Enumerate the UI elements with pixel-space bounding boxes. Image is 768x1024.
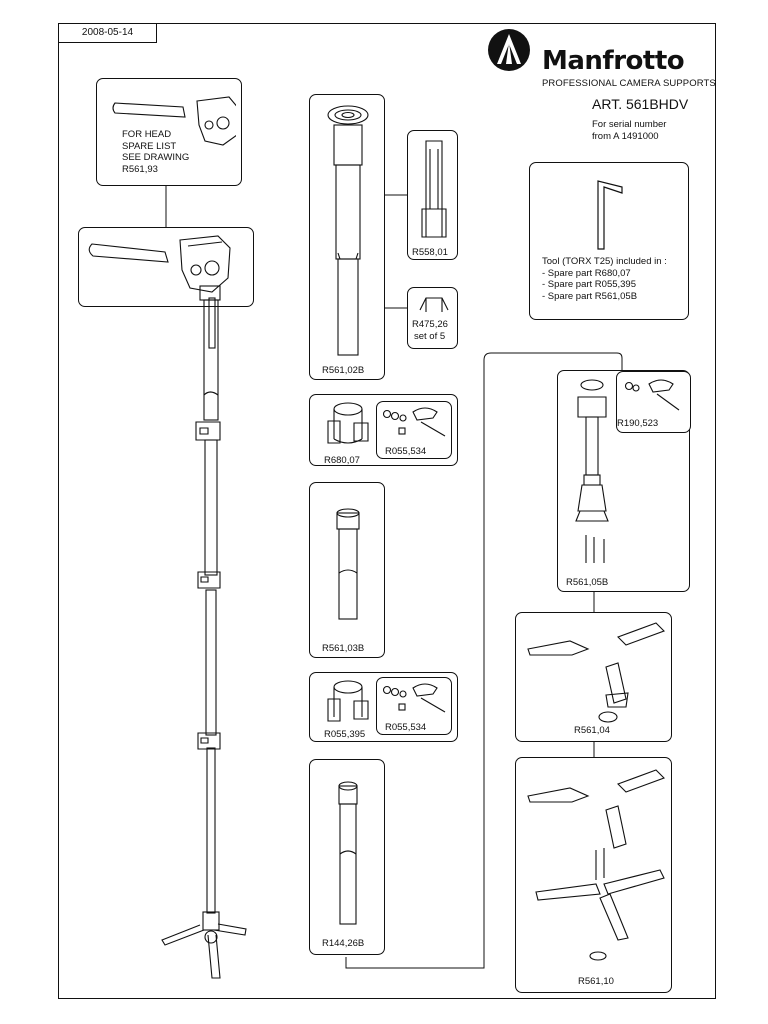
label-r561-05b: R561,05B	[566, 577, 609, 588]
monopod-assembly-icon	[161, 297, 247, 979]
part-box-r055-534-a: R055,534	[376, 401, 452, 459]
drawing-frame	[58, 23, 716, 999]
tool-note-text: Tool (TORX T25) included in : - Spare pa…	[542, 256, 667, 302]
bottom-leg-tube-icon	[338, 781, 358, 925]
label-r561-03b: R561,03B	[322, 643, 365, 654]
clamp-lever-icon	[382, 683, 446, 713]
video-head-icon	[88, 235, 231, 301]
head-mount-box	[78, 227, 254, 307]
part-box-r475-26: R475,26 set of 5	[407, 287, 458, 349]
part-box-r055-395: R055,395 R055,534	[309, 672, 458, 742]
article-number: ART. 561BHDV	[592, 96, 689, 112]
label-r190-523: R190,523	[617, 418, 659, 429]
part-box-r561-05b: R190,523 R561,05B	[557, 370, 691, 592]
base-column-icon	[575, 379, 609, 563]
label-r144-26b: R144,26B	[322, 938, 365, 949]
clamp-lever-icon	[624, 379, 680, 411]
clip-icon	[419, 297, 449, 312]
upper-leg-tube-icon	[327, 105, 369, 356]
part-box-r561-04: R561,04	[515, 612, 672, 742]
part-box-r144-26b: R144,26B	[309, 759, 385, 955]
label-r475-26-qty: set of 5	[414, 331, 446, 342]
part-box-r055-534-b: R055,534	[376, 677, 452, 735]
manfrotto-logo-icon	[488, 29, 530, 71]
lower-leg-clamp-icon	[327, 680, 369, 722]
part-box-r561-03b: R561,03B	[309, 482, 385, 658]
clamp-lever-icon	[382, 407, 446, 437]
label-r558-01: R558,01	[412, 247, 448, 258]
label-r055-534-b: R055,534	[385, 722, 427, 733]
part-box-r561-10: R561,10	[515, 757, 672, 993]
tool-note-box: Tool (TORX T25) included in : - Spare pa…	[529, 162, 689, 320]
middle-leg-tube-icon	[336, 508, 360, 620]
serial-note: For serial number from A 1491000	[592, 119, 667, 142]
torx-key-icon	[597, 180, 623, 250]
part-box-r680-07: R680,07 R055,534	[309, 394, 458, 466]
label-r475-26: R475,26	[412, 319, 448, 330]
part-box-r561-02b: R561,02B	[309, 94, 385, 380]
date-tab: 2008-05-14	[58, 23, 157, 43]
head-spare-note-box: FOR HEAD SPARE LIST SEE DRAWING R561,93	[96, 78, 242, 186]
brand-subtitle: PROFESSIONAL CAMERA SUPPORTS	[542, 78, 716, 89]
label-r055-534-a: R055,534	[385, 446, 427, 457]
part-box-r558-01: R558,01	[407, 130, 458, 260]
leg-clamp-icon	[327, 402, 369, 444]
head-note-text: FOR HEAD SPARE LIST SEE DRAWING R561,93	[122, 129, 190, 175]
grip-sleeve-icon	[421, 140, 447, 238]
tripod-base-icon	[527, 769, 665, 961]
label-r561-04: R561,04	[574, 725, 610, 736]
label-r561-02b: R561,02B	[322, 365, 365, 376]
video-head-small-icon	[112, 96, 236, 146]
label-r561-10: R561,10	[578, 976, 614, 987]
label-r680-07: R680,07	[324, 455, 360, 466]
brand-name: Manfrotto	[542, 46, 685, 76]
foot-legs-icon	[527, 622, 665, 723]
part-box-r190-523: R190,523	[616, 371, 691, 433]
label-r055-395: R055,395	[324, 729, 366, 740]
